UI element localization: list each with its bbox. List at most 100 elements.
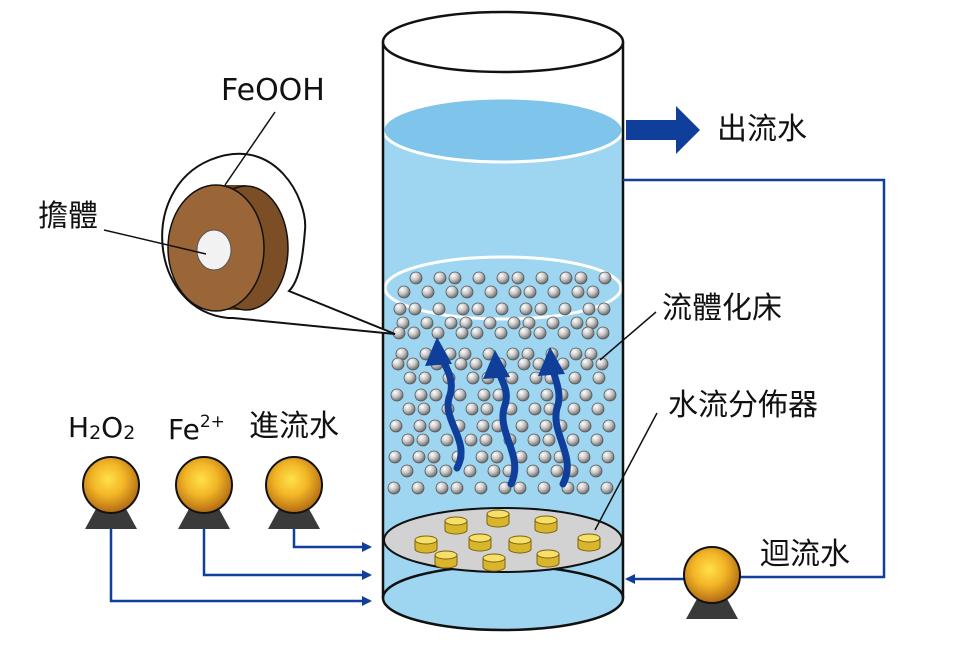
- granule: [431, 326, 445, 340]
- granule: [413, 419, 427, 433]
- granule: [387, 481, 401, 495]
- fluidized-bed-label: 流體化床: [662, 291, 782, 326]
- granule: [406, 357, 420, 371]
- granule: [598, 271, 612, 285]
- granule: [516, 388, 530, 402]
- granule: [519, 302, 533, 316]
- granule: [526, 464, 540, 478]
- granule: [389, 419, 403, 433]
- granule: [507, 316, 521, 330]
- granule: [523, 285, 537, 299]
- granule: [433, 271, 447, 285]
- granule: [515, 419, 529, 433]
- granule: [558, 302, 572, 316]
- granule: [518, 326, 532, 340]
- granule: [465, 402, 479, 416]
- granule: [506, 347, 520, 361]
- bed-leader: [599, 311, 657, 361]
- granule: [428, 419, 442, 433]
- distributor-blocks: [414, 509, 601, 572]
- granule: [535, 271, 549, 285]
- granule: [440, 433, 454, 447]
- granule: [574, 271, 588, 285]
- granule: [400, 464, 414, 478]
- granule: [472, 271, 486, 285]
- distributor-block: [482, 553, 506, 572]
- granule: [476, 419, 490, 433]
- pump-icon: [82, 456, 140, 529]
- pump-group: [82, 456, 741, 619]
- feooh-label: FeOOH: [221, 73, 325, 108]
- granule: [420, 316, 434, 330]
- granule: [586, 285, 600, 299]
- bed-top-ring: [383, 255, 623, 321]
- inflow-label: 進流水: [249, 409, 339, 444]
- granule: [590, 433, 604, 447]
- granule: [539, 419, 553, 433]
- granule: [550, 464, 564, 478]
- granule: [569, 347, 583, 361]
- granule: [600, 481, 614, 495]
- fe2-label: Fe2+: [168, 412, 225, 446]
- granule: [471, 302, 485, 316]
- granule: [474, 481, 488, 495]
- granule: [603, 388, 617, 402]
- granule: [432, 302, 446, 316]
- granule: [580, 357, 594, 371]
- distributor-block: [577, 533, 601, 552]
- granule: [505, 371, 519, 385]
- granule: [388, 450, 402, 464]
- granule: [429, 388, 443, 402]
- distributor-block: [534, 515, 558, 534]
- carrier-label: 擔體: [38, 199, 98, 234]
- pipe-fe2: [202, 528, 372, 580]
- granule: [408, 302, 422, 316]
- granule: [557, 326, 571, 340]
- granule: [470, 326, 484, 340]
- granule: [448, 271, 462, 285]
- granule: [412, 450, 426, 464]
- outflow-label: 出流水: [717, 112, 807, 147]
- granule: [490, 450, 504, 464]
- pipe-h2o2: [109, 528, 372, 606]
- granule: [537, 481, 551, 495]
- granule: [466, 371, 480, 385]
- pump-icon: [265, 456, 323, 529]
- distributor-block: [468, 533, 492, 552]
- distributor-label: 水流分佈器: [668, 388, 818, 423]
- water-distributor: [383, 507, 623, 573]
- h2o2-label: H2O2: [68, 411, 136, 444]
- granule: [403, 371, 417, 385]
- right-arrow-icon: [626, 106, 700, 154]
- granule: [513, 481, 527, 495]
- granule: [477, 388, 491, 402]
- granule: [527, 433, 541, 447]
- upward-flow-arrow-icon: [493, 364, 519, 488]
- granule: [546, 316, 560, 330]
- granule: [439, 464, 453, 478]
- granule: [483, 316, 497, 330]
- distributor-block: [486, 509, 510, 528]
- granule: [427, 450, 441, 464]
- granule: [559, 271, 573, 285]
- carrier-callout: [103, 111, 396, 335]
- granule: [460, 285, 474, 299]
- granule: [579, 388, 593, 402]
- granule: [463, 464, 477, 478]
- granule: [417, 402, 431, 416]
- granule: [484, 285, 498, 299]
- granule: [568, 371, 582, 385]
- granule: [577, 450, 591, 464]
- granule: [508, 285, 522, 299]
- tank-bottom: [381, 564, 625, 632]
- pipe-inflow: [292, 528, 372, 552]
- granule: [533, 326, 547, 340]
- granule: [582, 302, 596, 316]
- granule: [397, 285, 411, 299]
- granule: [418, 371, 432, 385]
- granule: [592, 371, 606, 385]
- granule: [479, 433, 493, 447]
- granule: [571, 285, 585, 299]
- granule: [567, 402, 581, 416]
